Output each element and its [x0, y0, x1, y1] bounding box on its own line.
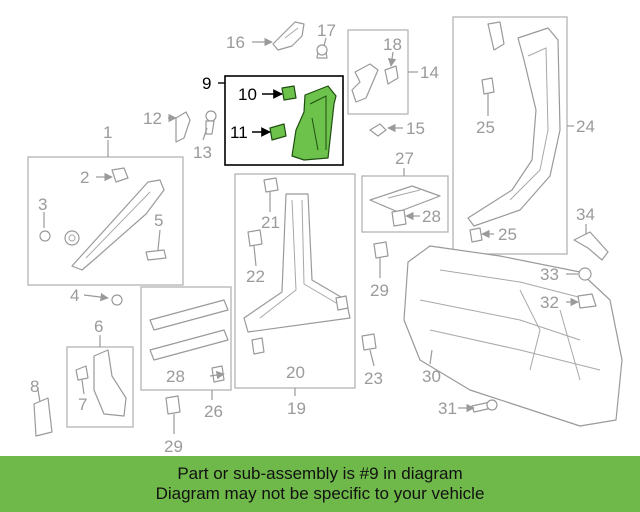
part-12-bracket [175, 111, 191, 143]
part-20-pillar-trim [243, 193, 351, 333]
callout-25-upper: 25 [476, 118, 495, 137]
part-23-clip [361, 333, 377, 351]
callout-25-lower: 25 [498, 225, 517, 244]
callout-28-left: 28 [166, 367, 185, 386]
callout-18: 18 [383, 35, 402, 54]
callout-4: 4 [70, 286, 79, 305]
callout-6: 6 [94, 317, 103, 336]
parts-diagram: 1 2 3 4 5 6 7 8 9 10 11 12 13 14 15 16 1… [27, 16, 623, 455]
callout-7: 7 [78, 395, 87, 414]
callout-22: 22 [246, 267, 265, 286]
callout-33: 33 [540, 265, 559, 284]
part-15-clip [369, 123, 387, 137]
part-32-clip [577, 293, 597, 309]
part-27-sill-trim [369, 185, 441, 213]
part-25b-clip [469, 227, 483, 243]
part-8-trim [33, 397, 53, 437]
callout-29-left: 29 [164, 437, 183, 455]
callout-28-right: 28 [422, 207, 441, 226]
callout-20: 20 [286, 363, 305, 382]
part-29-clip [373, 241, 389, 259]
part-4-screw [111, 294, 123, 306]
part-11-clip [269, 123, 287, 141]
part-6-trim [93, 349, 127, 417]
callout-14: 14 [420, 63, 439, 82]
callout-30: 30 [422, 367, 441, 386]
part-26-sill-trim [149, 299, 229, 361]
callout-2: 2 [80, 168, 89, 187]
part-22-clip [247, 229, 263, 247]
info-banner: Part or sub-assembly is #9 in diagram Di… [0, 456, 640, 512]
part-16-bracket [272, 21, 305, 51]
part-1-pillar-trim [71, 179, 165, 271]
banner-line-2: Diagram may not be specific to your vehi… [155, 484, 485, 503]
group-frame-24 [452, 16, 568, 255]
callout-16: 16 [226, 33, 245, 52]
banner-line-1: Part or sub-assembly is #9 in diagram [177, 464, 463, 483]
callout-32: 32 [540, 293, 559, 312]
callout-9: 9 [202, 74, 211, 93]
group-frame-1 [27, 156, 184, 286]
part-31-screw [471, 399, 498, 413]
part-13-fastener [205, 110, 217, 135]
part-24b-bracket [487, 21, 505, 51]
part-2-clip [111, 167, 129, 183]
part-3b-retainer [64, 230, 80, 246]
part-25-clip [481, 77, 495, 95]
part-7-clip [75, 365, 89, 381]
part-14-trim [351, 63, 379, 103]
callout-10: 10 [238, 85, 257, 104]
part-24-pillar-trim [467, 27, 561, 227]
callout-26: 26 [204, 402, 223, 421]
callout-12: 12 [143, 109, 162, 128]
part-29b-clip [165, 395, 181, 415]
callout-27: 27 [395, 149, 414, 168]
callout-31: 31 [438, 399, 457, 418]
part-20b-clip [251, 295, 349, 355]
callout-23: 23 [364, 369, 383, 388]
callout-21: 21 [261, 213, 280, 232]
part-9-trim-panel [291, 85, 337, 161]
part-34-trim [573, 231, 609, 261]
callout-8: 8 [30, 377, 39, 396]
callout-24: 24 [576, 117, 595, 136]
callout-13: 13 [193, 143, 212, 162]
callout-29-right: 29 [370, 281, 389, 300]
callout-19: 19 [287, 399, 306, 418]
callout-11: 11 [230, 123, 248, 142]
part-10-clip [281, 85, 297, 101]
callout-34: 34 [576, 205, 595, 224]
part-5-pad [145, 249, 167, 261]
part-17-screw [316, 44, 328, 59]
group-frame-26 [140, 286, 232, 391]
part-3-retainer [39, 230, 51, 242]
part-33-nut [578, 267, 592, 281]
part-28b-clip [391, 209, 407, 227]
callout-3: 3 [38, 195, 47, 214]
part-30-rear-panel [403, 245, 623, 427]
group-frame-27 [361, 175, 449, 233]
callout-17: 17 [317, 21, 336, 40]
part-21-clip [263, 177, 279, 193]
callout-5: 5 [154, 211, 163, 230]
callout-15: 15 [406, 119, 425, 138]
group-frame-9 [224, 75, 344, 166]
part-18-clip [384, 65, 399, 85]
callout-1: 1 [103, 123, 112, 142]
